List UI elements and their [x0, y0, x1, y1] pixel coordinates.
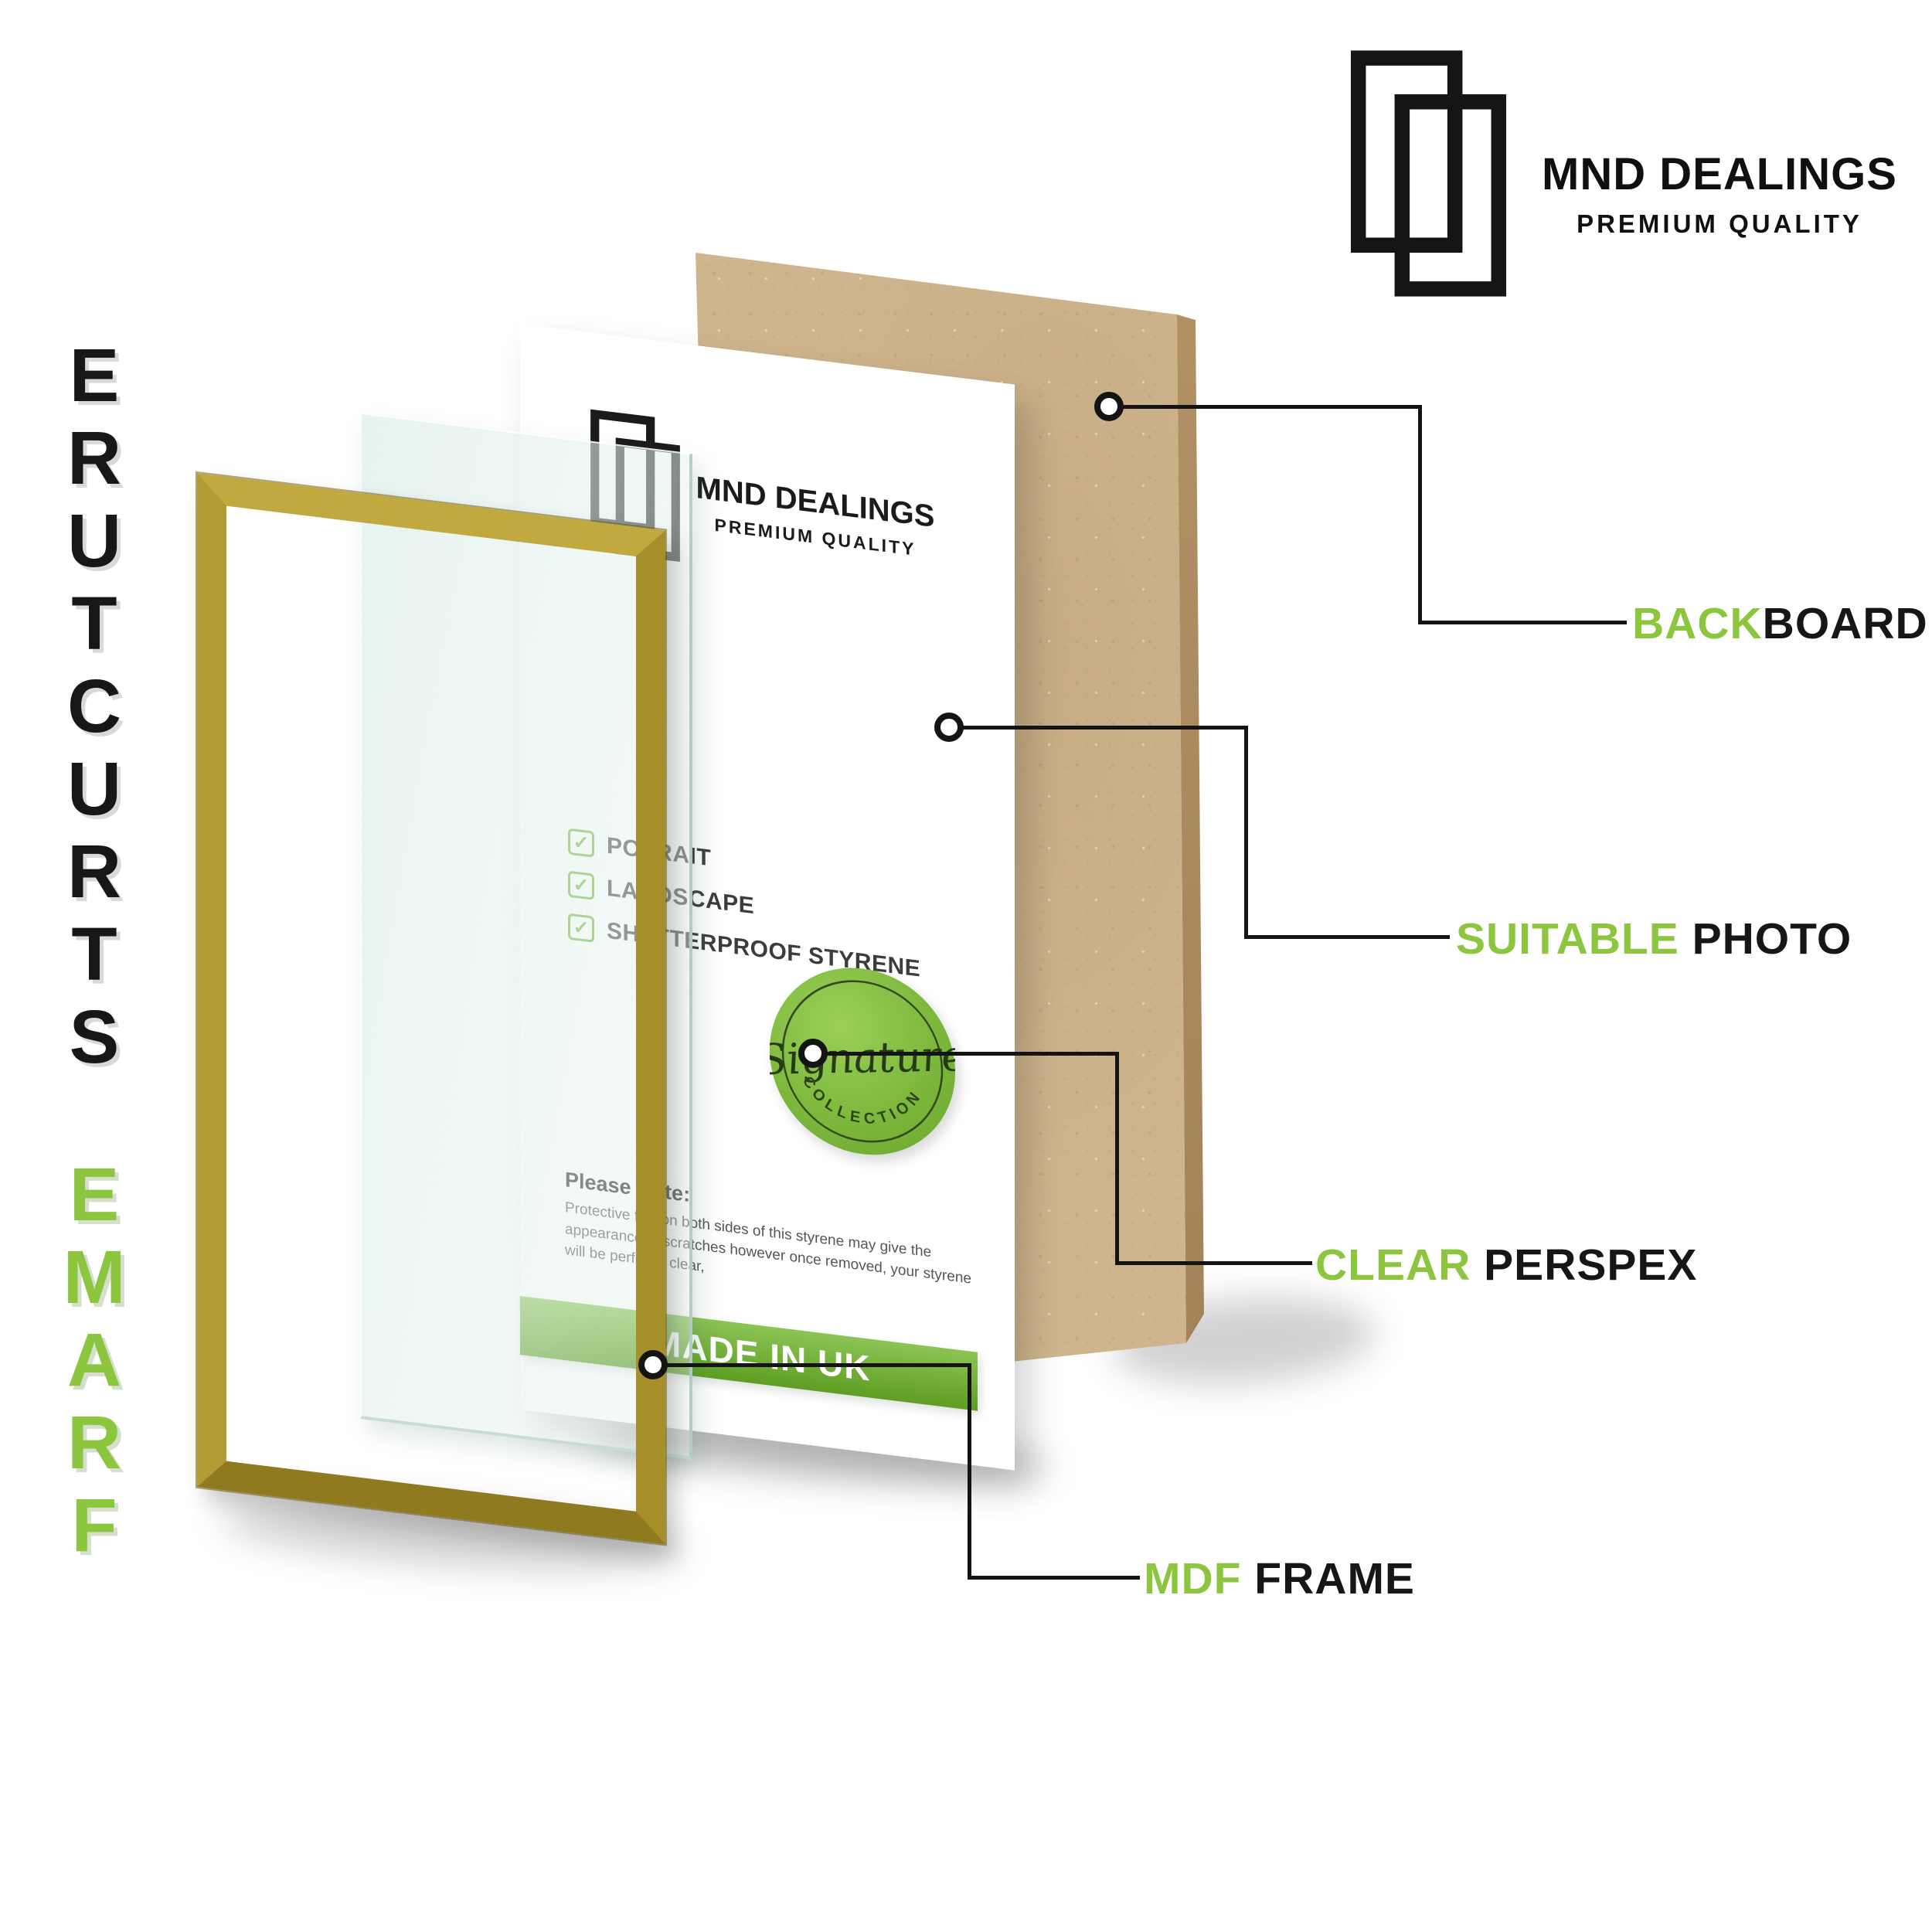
label-suitable-photo: SUITABLE PHOTO [1456, 913, 1852, 964]
connector-line [1115, 1052, 1119, 1265]
brand-text-block: MND DEALINGS PREMIUM QUALITY [1526, 148, 1913, 239]
label-clear-perspex-green: CLEAR [1315, 1240, 1471, 1290]
connector-line [968, 1363, 971, 1580]
label-backboard-black: BOARD [1762, 599, 1928, 648]
gold-frame [196, 471, 667, 1546]
label-mdf-frame: MDF FRAME [1144, 1553, 1415, 1604]
vertical-title-structure: E R U T C U R T S [66, 333, 122, 1079]
brand-logo [1349, 48, 1508, 299]
brand-tagline: PREMIUM QUALITY [1577, 209, 1862, 238]
label-backboard: BACKBOARD [1632, 598, 1928, 649]
signature-badge-graphic: Signature COLLECTION [755, 980, 968, 1143]
badge-script-text: Signature [770, 1032, 955, 1084]
label-clear-perspex: CLEAR PERSPEX [1315, 1240, 1697, 1291]
label-mdf-frame-green: MDF [1144, 1554, 1242, 1604]
double-frame-icon [1350, 50, 1507, 297]
connector-line [1115, 1261, 1312, 1265]
circle-marker-icon [798, 1039, 828, 1068]
brand-name: MND DEALINGS [1542, 149, 1897, 199]
label-suitable-photo-green: SUITABLE [1456, 914, 1679, 964]
connector-line [1418, 621, 1627, 624]
connector-line [968, 1576, 1140, 1580]
connector-line [663, 1363, 971, 1367]
connector-line [959, 726, 1248, 730]
connector-line [1418, 405, 1422, 624]
circle-marker-icon [1094, 392, 1124, 421]
vertical-title-frame: E M A R F [63, 1152, 126, 1567]
circle-marker-icon [638, 1350, 668, 1379]
circle-marker-icon [934, 713, 964, 742]
label-suitable-photo-black: PHOTO [1679, 914, 1852, 964]
signature-collection-badge: Signature COLLECTION [755, 957, 968, 1166]
connector-line [823, 1052, 1119, 1056]
label-clear-perspex-black: PERSPEX [1471, 1240, 1698, 1290]
insert-brand-text: MND DEALINGS PREMIUM QUALITY [684, 469, 947, 564]
label-backboard-green: BACK [1632, 599, 1763, 648]
connector-line [1119, 405, 1422, 409]
connector-line [1244, 935, 1450, 939]
connector-line [1244, 726, 1248, 939]
label-mdf-frame-black: FRAME [1241, 1554, 1415, 1604]
